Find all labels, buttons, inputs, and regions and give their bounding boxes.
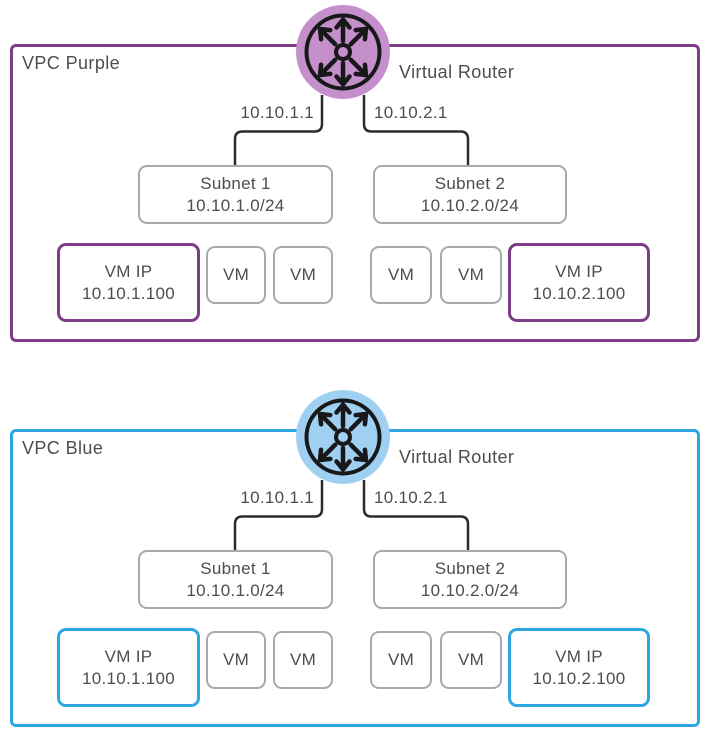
vm-box: VM	[206, 631, 266, 689]
vm-label: VM	[457, 650, 485, 669]
vm-ip-address: 10.10.2.100	[532, 668, 626, 688]
vm-box: VM	[273, 631, 333, 689]
vm-ip-box-right: VM IP 10.10.2.100	[508, 243, 650, 322]
vm-box: VM	[440, 631, 502, 689]
router-interface-ip-1: 10.10.1.1	[240, 488, 314, 507]
router-label: Virtual Router	[399, 447, 515, 467]
vm-label: VM	[222, 650, 250, 669]
vpc-name: VPC Purple	[22, 53, 121, 73]
vm-box: VM	[370, 246, 432, 304]
vm-label: VM	[457, 265, 485, 284]
vm-box: VM	[370, 631, 432, 689]
virtual-router-icon	[296, 5, 390, 99]
subnet-cidr: 10.10.1.0/24	[186, 195, 285, 215]
vm-ip-box-left: VM IP 10.10.1.100	[57, 628, 200, 707]
subnet-name: Subnet 1	[200, 558, 271, 578]
router-interface-ip-2: 10.10.2.1	[374, 488, 448, 507]
subnet-1-box: Subnet 1 10.10.1.0/24	[138, 165, 333, 224]
subnet-2-box: Subnet 2 10.10.2.0/24	[373, 550, 567, 609]
subnet-cidr: 10.10.1.0/24	[186, 580, 285, 600]
router-subnet-connectors	[233, 95, 470, 165]
vm-label: VM	[387, 265, 415, 284]
subnet-1-box: Subnet 1 10.10.1.0/24	[138, 550, 333, 609]
vm-box: VM	[440, 246, 502, 304]
vm-label: VM	[222, 265, 250, 284]
vm-ip-address: 10.10.2.100	[532, 283, 626, 303]
subnet-name: Subnet 2	[434, 558, 506, 578]
vpc-name: VPC Blue	[22, 438, 104, 458]
vm-ip-address: 10.10.1.100	[81, 283, 176, 303]
vm-ip-box-left: VM IP 10.10.1.100	[57, 243, 200, 322]
vm-ip-address: 10.10.1.100	[81, 668, 176, 688]
vm-label: VM	[289, 650, 317, 669]
vpc-group-purple: VPC Purple Virtual Router 10.10.1.1 10.1…	[0, 0, 710, 353]
subnet-cidr: 10.10.2.0/24	[420, 195, 520, 215]
vm-ip-label: VM IP	[555, 646, 603, 666]
subnet-2-box: Subnet 2 10.10.2.0/24	[373, 165, 567, 224]
vm-ip-label: VM IP	[555, 261, 603, 281]
vm-box: VM	[273, 246, 333, 304]
vm-ip-box-right: VM IP 10.10.2.100	[508, 628, 650, 707]
router-interface-ip-1: 10.10.1.1	[240, 103, 314, 122]
vm-ip-label: VM IP	[104, 646, 153, 666]
vm-label: VM	[289, 265, 317, 284]
router-interface-ip-2: 10.10.2.1	[374, 103, 448, 122]
subnet-name: Subnet 2	[434, 173, 506, 193]
router-subnet-connectors	[233, 480, 470, 550]
vm-box: VM	[206, 246, 266, 304]
router-label: Virtual Router	[399, 62, 515, 82]
virtual-router-icon	[296, 390, 390, 484]
vm-ip-label: VM IP	[104, 261, 153, 281]
vpc-group-blue: VPC Blue Virtual Router 10.10.1.1 10.10.…	[0, 385, 710, 738]
subnet-cidr: 10.10.2.0/24	[420, 580, 520, 600]
vm-label: VM	[387, 650, 415, 669]
subnet-name: Subnet 1	[200, 173, 271, 193]
